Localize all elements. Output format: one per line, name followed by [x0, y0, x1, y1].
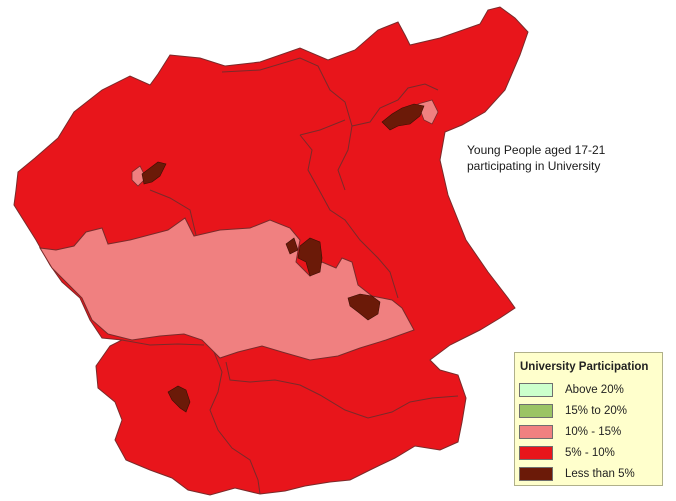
legend-label: 15% to 20% — [565, 405, 628, 417]
legend-label: Less than 5% — [565, 468, 635, 480]
dark-patch-ne — [381, 103, 425, 131]
legend-title: University Participation — [520, 361, 649, 373]
dark-patch-center — [297, 237, 323, 277]
legend-swatch — [519, 383, 553, 397]
legend-swatch — [519, 404, 553, 418]
map-caption: Young People aged 17-21 participating in… — [467, 142, 657, 174]
legend-item-15-20: 15% to 20% — [519, 403, 627, 419]
legend-swatch — [519, 446, 553, 460]
ward-boundaries — [121, 57, 459, 495]
dark-patch-e — [347, 293, 381, 321]
caption-line-1: Young People aged 17-21 — [467, 143, 606, 157]
caption-line-2: participating in University — [467, 159, 601, 173]
legend-item-5-10: 5% - 10% — [519, 445, 615, 461]
region-band-below-5 — [141, 103, 425, 413]
legend-label: 5% - 10% — [565, 447, 615, 459]
legend-item-below-5: Less than 5% — [519, 466, 635, 482]
legend-label: 10% - 15% — [565, 426, 622, 438]
map-legend: University Participation Above 20% 15% t… — [514, 352, 663, 486]
dark-patch-center-small — [285, 237, 299, 255]
region-w-pink-patch — [131, 165, 147, 187]
legend-label: Above 20% — [565, 384, 624, 396]
legend-item-10-15: 10% - 15% — [519, 424, 621, 440]
dark-patch-sw — [167, 385, 191, 413]
legend-swatch — [519, 467, 553, 481]
legend-swatch — [519, 425, 553, 439]
dark-patch-w — [141, 161, 167, 185]
legend-item-above-20: Above 20% — [519, 382, 624, 398]
